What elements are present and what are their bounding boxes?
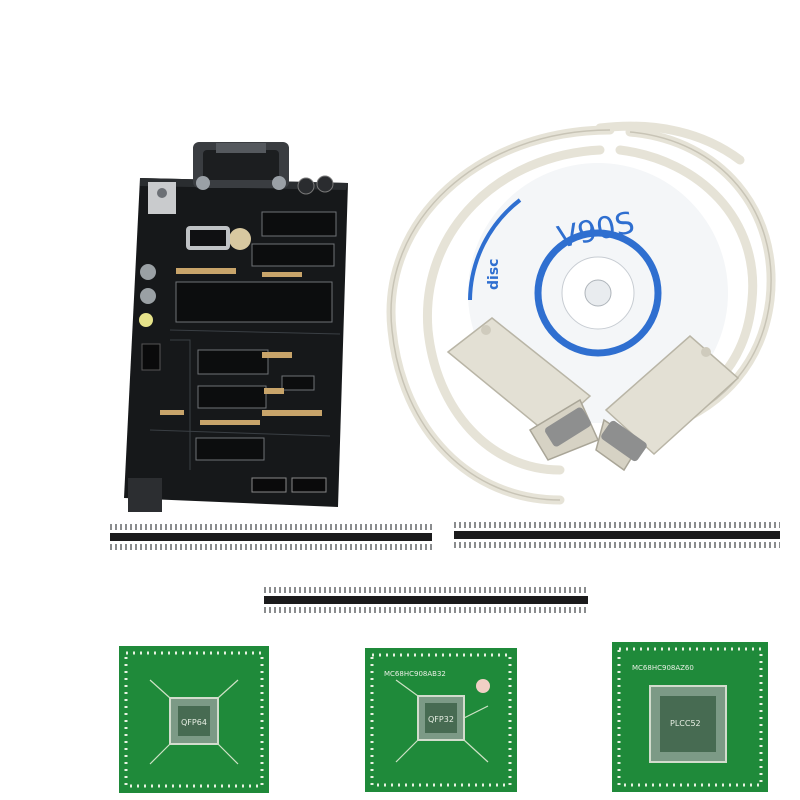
led-grey	[140, 264, 156, 280]
voltage-regulator	[148, 182, 176, 214]
ic-chips	[175, 211, 337, 461]
adapter-board-qfp64: QFP64	[119, 646, 269, 793]
adapter-part-number: MC68HC908AB32	[384, 670, 446, 678]
adapter-part-number: MC68HC908AZ60	[632, 664, 694, 672]
pin-header-strip-middle	[264, 587, 588, 613]
capacitor	[316, 175, 334, 193]
cd-brand-text: disc	[486, 259, 502, 290]
db9-connector-right	[595, 335, 740, 472]
programmer-board	[124, 142, 348, 512]
transistor	[141, 343, 161, 371]
capacitor	[297, 177, 315, 195]
pin-header	[251, 477, 287, 493]
adapter-label: PLCC52	[670, 719, 701, 728]
adapter-board-plcc52: MC68HC908AZ60 PLCC52	[612, 642, 768, 792]
resistors	[160, 268, 322, 425]
power-jack	[128, 478, 162, 512]
pin-header-strip-top-right	[454, 522, 780, 548]
pin-header-strip-top-left	[110, 524, 432, 550]
db9-connector-board	[193, 142, 289, 190]
adapter-board-qfp32: MC68HC908AB32 QFP32	[365, 648, 517, 792]
pin-header	[291, 477, 327, 493]
led-yellow	[139, 313, 153, 327]
adapter-label: QFP32	[428, 715, 454, 724]
capacitor	[229, 228, 251, 250]
adapter-label: QFP64	[181, 718, 207, 727]
adapter-badge	[476, 679, 490, 693]
led-grey	[140, 288, 156, 304]
